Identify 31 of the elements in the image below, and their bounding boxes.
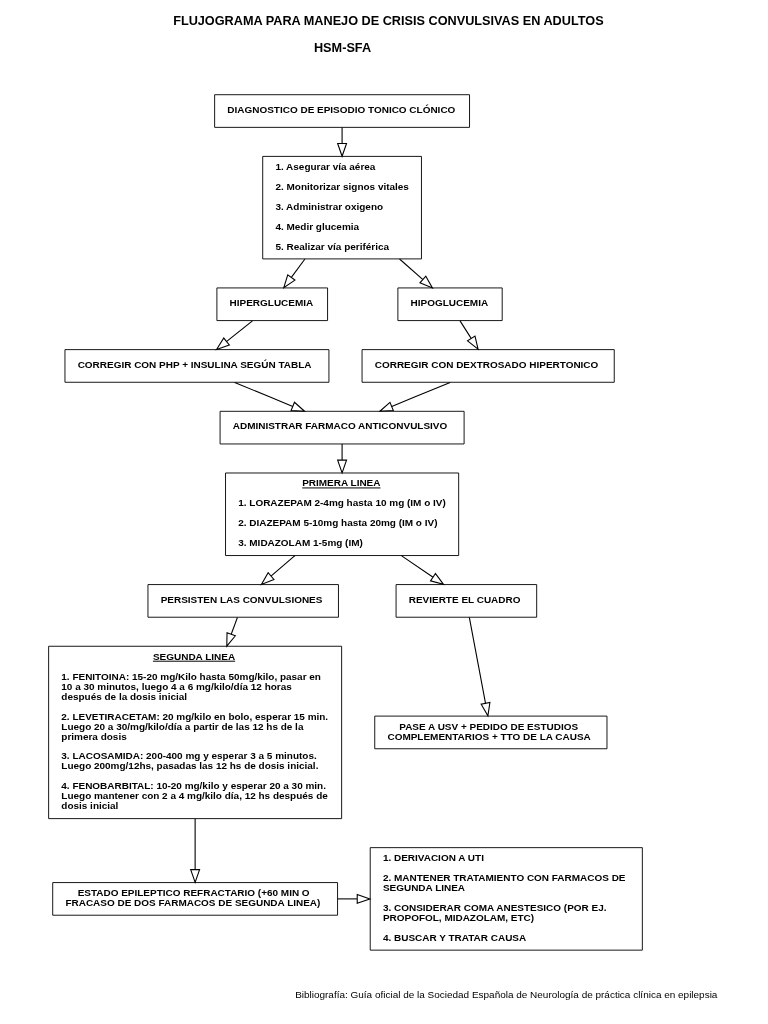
node-box: HIPERGLUCEMIA (215, 287, 328, 322)
node-box: PERSISTEN LAS CONVULSIONES (147, 584, 339, 618)
node-box: HIPOGLUCEMIA (396, 287, 503, 322)
node-box: REVIERTE EL CUADRO (395, 584, 537, 618)
node-box: SEGUNDA LINEA 1. FENITOINA: 15-20 mg/Kilo hasta 50mg/kilo, pasar en 10 a 30 minutos, luego 4 a 6 mg/kilo/día 12 horas después de la dosis inicial 2. LEVETIRACETAM: 20 mg/kilo en bolo, esperar 15 min. Luego 20 a 30/mg/kilo/día a partir de las 12 hs de la primera dosis 3. LACOSAMIDA: 200-400 mg y esperar 3 a 5 minutos. Luego 200mg/12hs, pasadas las 12 hs de dosis inicial. 4. FENOBARBITAL: 10-20 mg/kilo y esperar 20 a 30 min. Luego mantener con 2 a 4 mg/kilo día, 12 hs después de dosis inicial (47, 645, 342, 820)
arrow (377, 381, 451, 412)
arrow (214, 320, 253, 351)
arrow (400, 555, 445, 586)
label: HSM-SFA (313, 40, 371, 55)
node-box: CORREGIR CON DEXTROSADO HIPERTONICO (361, 349, 615, 383)
node-box: 1. Asegurar vía aérea 2. Monitorizar signos vitales 3. Administrar oxigeno 4. Medir glucemia 5. Realizar vía periférica (261, 155, 422, 260)
arrow (189, 818, 200, 884)
node-box: 1. DERIVACION A UTI 2. MANTENER TRATAMIENTO CON FARMACOS DE SEGUNDA LINEA 3. CONSIDERAR COMA ANESTESICO (POR EJ. PROPOFOL, MIDAZOLAM, ETC) 4. BUSCAR Y TRATAR CAUSA (369, 847, 643, 951)
node-box: CORREGIR CON PHP + INSULINA SEGÚN TABLA (64, 349, 329, 383)
arrow (336, 443, 347, 475)
diagram-title: FLUJOGRAMA PARA MANEJO DE CRISIS CONVULSIVAS EN ADULTOS (172, 14, 604, 29)
arrow (468, 616, 491, 718)
arrow (233, 381, 306, 412)
arrow (225, 616, 238, 648)
arrow (336, 893, 372, 905)
arrow (259, 555, 295, 586)
node-box: ESTADO EPILEPTICO REFRACTARIO (+60 MIN O FRACASO DE DOS FARMACOS DE SEGUNDA LINEA) (51, 882, 338, 916)
node-box: PRIMERA LINEA 1. LORAZEPAM 2-4mg hasta 10 mg (IM o IV) 2. DIAZEPAM 5-10mg hasta 20mg (IM o IV) 3. MIDAZOLAM 1-5mg (IM) (224, 472, 459, 556)
arrow (282, 258, 305, 289)
caption: Bibliografía: Guía oficial de la Sociedad Española de Neurología de práctica clínica en epilepsia (294, 989, 717, 1001)
node-box: ADMINISTRAR FARMACO ANTICONVULSIVO (219, 410, 465, 445)
arrow (398, 258, 434, 289)
node-box: DIAGNOSTICO DE EPISODIO TONICO CLÓNICO (213, 94, 470, 128)
arrow (336, 127, 347, 158)
node-box: PASE A USV + PEDIDO DE ESTUDIOS COMPLEMENTARIOS + TTO DE LA CAUSA (373, 715, 607, 750)
arrow (459, 320, 479, 351)
